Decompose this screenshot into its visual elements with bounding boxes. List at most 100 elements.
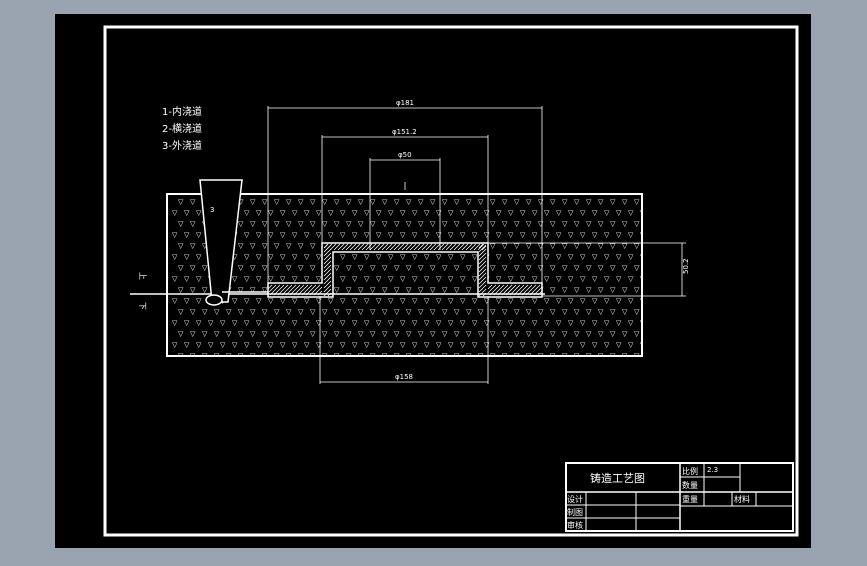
sand-symbol: ▽ <box>358 308 364 316</box>
sand-symbol: ▽ <box>232 319 238 327</box>
sand-symbol: ▽ <box>430 352 436 360</box>
sand-symbol: ▽ <box>424 253 430 261</box>
sand-symbol: ▽ <box>448 275 454 283</box>
sand-symbol: ▽ <box>208 319 214 327</box>
sand-symbol: ▽ <box>316 297 322 305</box>
sand-symbol: ▽ <box>520 275 526 283</box>
sand-symbol: ▽ <box>310 220 316 228</box>
sand-symbol: ▽ <box>190 242 196 250</box>
sand-symbol: ▽ <box>322 352 328 360</box>
sand-symbol: ▽ <box>358 264 364 272</box>
sand-symbol: ▽ <box>316 319 322 327</box>
sand-symbol: ▽ <box>376 341 382 349</box>
sand-symbol: ▽ <box>256 319 262 327</box>
sand-symbol: ▽ <box>454 220 460 228</box>
sand-symbol: ▽ <box>262 242 268 250</box>
sand-symbol: ▽ <box>424 231 430 239</box>
sand-symbol: ▽ <box>364 319 370 327</box>
sand-symbol: ▽ <box>328 297 334 305</box>
sand-symbol: ▽ <box>358 286 364 294</box>
sand-symbol: ▽ <box>586 242 592 250</box>
sand-symbol: ▽ <box>406 264 412 272</box>
sand-symbol: ▽ <box>610 308 616 316</box>
sand-symbol: ▽ <box>178 198 184 206</box>
sand-symbol: ▽ <box>544 297 550 305</box>
sand-symbol: ▽ <box>340 275 346 283</box>
sand-symbol: ▽ <box>190 286 196 294</box>
sand-symbol: ▽ <box>256 297 262 305</box>
sand-symbol: ▽ <box>454 308 460 316</box>
sand-symbol: ▽ <box>352 231 358 239</box>
sand-symbol: ▽ <box>460 231 466 239</box>
sand-symbol: ▽ <box>538 198 544 206</box>
sand-symbol: ▽ <box>532 275 538 283</box>
sand-symbol: ▽ <box>526 198 532 206</box>
sand-symbol: ▽ <box>526 330 532 338</box>
sand-symbol: ▽ <box>586 198 592 206</box>
sand-symbol: ▽ <box>622 198 628 206</box>
sand-symbol: ▽ <box>442 220 448 228</box>
sand-symbol: ▽ <box>202 242 208 250</box>
sand-symbol: ▽ <box>220 319 226 327</box>
sand-symbol: ▽ <box>268 297 274 305</box>
sand-symbol: ▽ <box>418 220 424 228</box>
sand-symbol: ▽ <box>298 330 304 338</box>
sand-symbol: ▽ <box>610 330 616 338</box>
sand-symbol: ▽ <box>538 242 544 250</box>
sand-symbol: ▽ <box>286 352 292 360</box>
sand-symbol: ▽ <box>244 319 250 327</box>
sand-symbol: ▽ <box>298 220 304 228</box>
sand-symbol: ▽ <box>346 198 352 206</box>
sand-symbol: ▽ <box>358 330 364 338</box>
sand-symbol: ▽ <box>274 330 280 338</box>
sand-symbol: ▽ <box>418 308 424 316</box>
sand-symbol: ▽ <box>502 264 508 272</box>
sand-symbol: ▽ <box>574 330 580 338</box>
sand-symbol: ▽ <box>562 242 568 250</box>
sand-symbol: ▽ <box>232 297 238 305</box>
sand-symbol: ▽ <box>598 286 604 294</box>
sand-symbol: ▽ <box>262 264 268 272</box>
sprue: 3 <box>199 179 268 306</box>
sand-symbol: ▽ <box>286 242 292 250</box>
sand-symbol: ▽ <box>328 231 334 239</box>
sand-symbol: ▽ <box>226 330 232 338</box>
sand-symbol: ▽ <box>250 330 256 338</box>
sand-symbol: ▽ <box>238 286 244 294</box>
sand-symbol: ▽ <box>508 275 514 283</box>
hatch-line <box>357 243 365 251</box>
sand-symbol: ▽ <box>346 286 352 294</box>
sand-symbol: ▽ <box>436 319 442 327</box>
sand-symbol: ▽ <box>580 253 586 261</box>
sand-symbol: ▽ <box>622 308 628 316</box>
sand-symbol: ▽ <box>382 286 388 294</box>
sand-symbol: ▽ <box>250 286 256 294</box>
sand-symbol: ▽ <box>382 330 388 338</box>
sand-symbol: ▽ <box>616 341 622 349</box>
hatch-line <box>393 243 401 251</box>
sand-symbol: ▽ <box>334 220 340 228</box>
sand-symbol: ▽ <box>268 209 274 217</box>
sand-symbol: ▽ <box>592 253 598 261</box>
sand-symbol: ▽ <box>598 352 604 360</box>
sand-symbol: ▽ <box>574 352 580 360</box>
sand-symbol: ▽ <box>604 209 610 217</box>
sand-symbol: ▽ <box>526 264 532 272</box>
sand-symbol: ▽ <box>598 242 604 250</box>
sand-symbol: ▽ <box>250 352 256 360</box>
sand-symbol: ▽ <box>448 209 454 217</box>
sand-symbol: ▽ <box>382 308 388 316</box>
sand-symbol: ▽ <box>460 253 466 261</box>
sand-symbol: ▽ <box>598 220 604 228</box>
sand-symbol: ▽ <box>628 231 634 239</box>
sand-symbol: ▽ <box>238 264 244 272</box>
hatch-line <box>323 243 329 249</box>
sprue-label: 3 <box>210 206 214 214</box>
sand-symbol: ▽ <box>628 319 634 327</box>
sand-symbol: ▽ <box>364 231 370 239</box>
sand-symbol: ▽ <box>466 308 472 316</box>
hatch-line <box>478 256 487 265</box>
hatch-line <box>478 248 487 257</box>
sand-symbol: ▽ <box>178 220 184 228</box>
sand-symbol: ▽ <box>628 341 634 349</box>
